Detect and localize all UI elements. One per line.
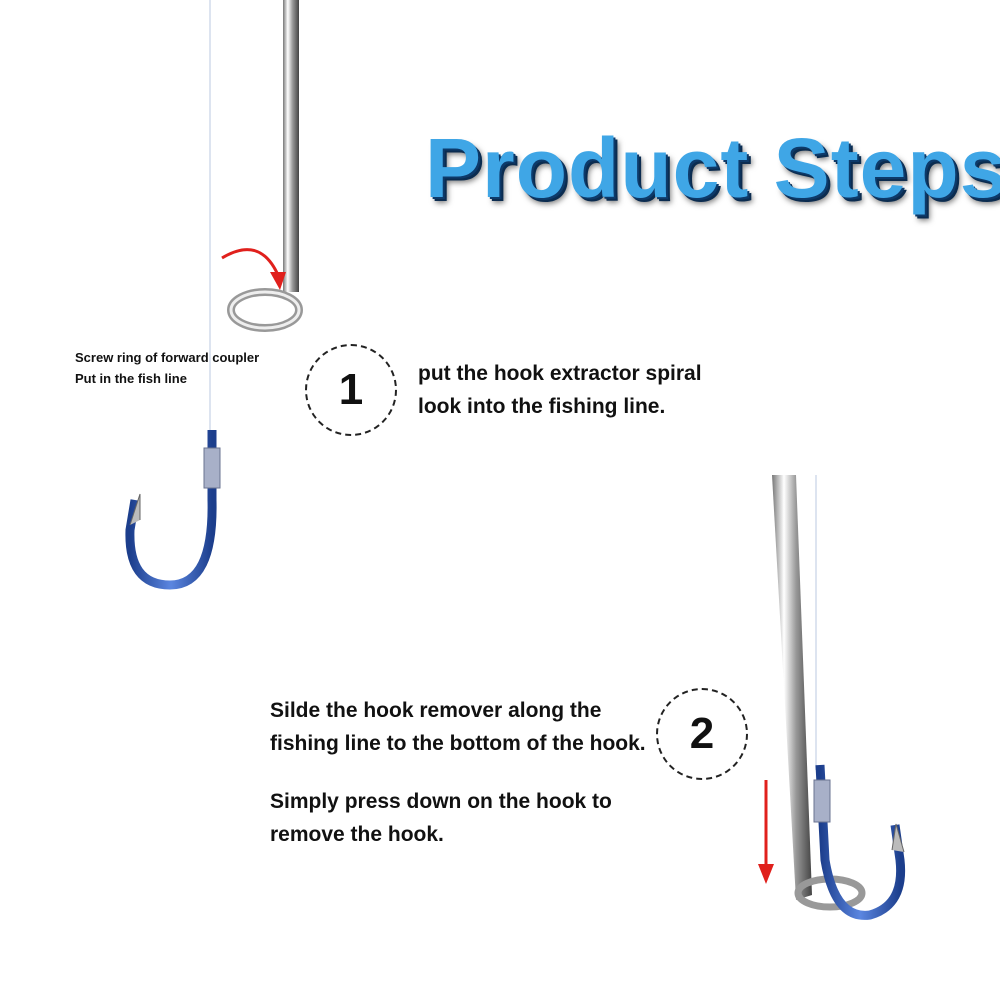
- hook-remover-rod-1: [227, 0, 303, 332]
- step2-text-2: Simply press down on the hook to remove …: [270, 785, 612, 851]
- note-line: Put in the fish line: [75, 371, 187, 386]
- page-title: Product Steps: [425, 121, 1000, 215]
- text-line: Silde the hook remover along the: [270, 699, 602, 722]
- step2-text: Silde the hook remover along the fishing…: [270, 694, 646, 760]
- step1-text: put the hook extractor spiral look into …: [418, 357, 702, 423]
- red-down-arrow-icon: [758, 780, 774, 884]
- text-line: look into the fishing line.: [418, 395, 666, 418]
- step1-note: Screw ring of forward coupler Put in the…: [75, 347, 259, 389]
- text-line: put the hook extractor spiral: [418, 362, 702, 385]
- note-line: Screw ring of forward coupler: [75, 350, 260, 365]
- text-line: remove the hook.: [270, 823, 444, 846]
- step1-badge: 1: [305, 344, 397, 436]
- red-curved-arrow-icon: [221, 248, 286, 290]
- fish-hook-2: [813, 764, 906, 920]
- text-line: fishing line to the bottom of the hook.: [270, 732, 646, 755]
- step2-badge: 2: [656, 688, 748, 780]
- text-line: Simply press down on the hook to: [270, 790, 612, 813]
- fish-hook-1: [125, 430, 221, 590]
